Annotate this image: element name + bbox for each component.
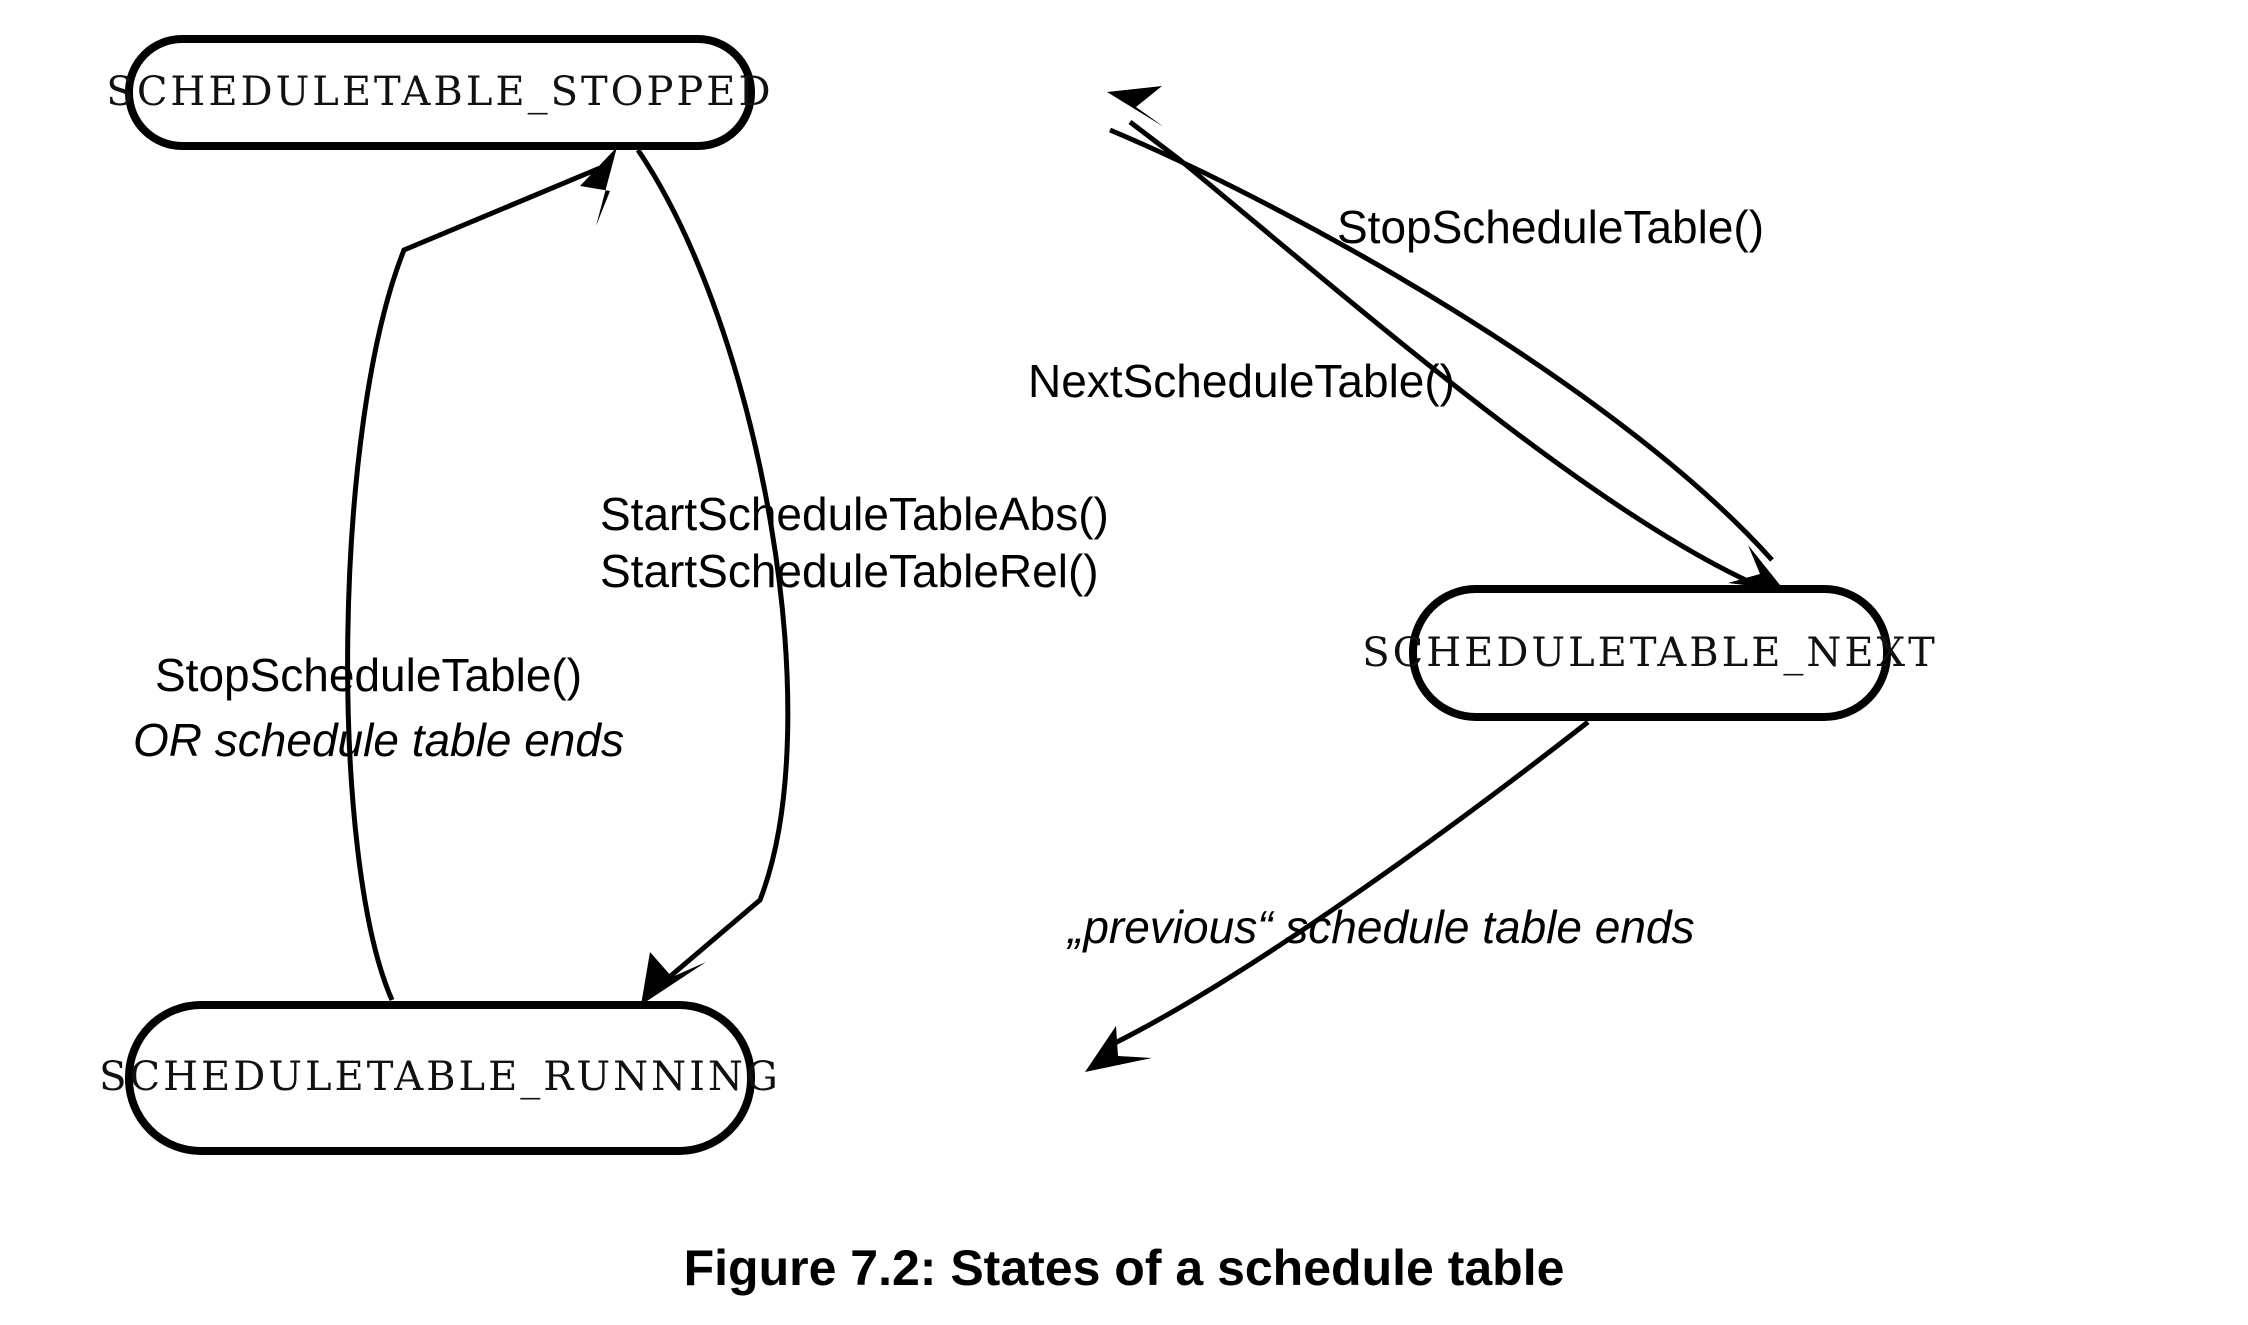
edge-next-to-stopped [1107, 86, 1769, 593]
edge-stopped-to-next-path [1109, 127, 1774, 562]
state-label-running: SCHEDULETABLE_RUNNING [99, 1054, 781, 1100]
edge-label-next-schedule-table: NextScheduleTable() [1028, 355, 1455, 407]
state-box-next[interactable] [1409, 585, 1891, 721]
state-box-stopped[interactable] [125, 35, 755, 150]
figure-caption: Figure 7.2: States of a schedule table [684, 1240, 1565, 1296]
edge-running-to-stopped [345, 147, 617, 1002]
state-label-next: SCHEDULETABLE_NEXT [1362, 630, 1938, 676]
edge-label-start-rel: StartScheduleTableRel() [600, 545, 1099, 597]
edge-label-stop-right: StopScheduleTable() [1337, 201, 1764, 253]
edge-label-previous-ends: „previous“ schedule table ends [1066, 901, 1694, 953]
edge-label-start-abs: StartScheduleTableAbs() [600, 488, 1109, 540]
state-label-stopped: SCHEDULETABLE_STOPPED [106, 69, 773, 115]
edge-label-or-schedule-ends: OR schedule table ends [133, 714, 624, 766]
edge-stopped-to-running-path [635, 148, 791, 987]
arrowhead-into-stopped-right [1107, 86, 1164, 127]
arrowhead-into-next [1728, 545, 1784, 590]
edge-stopped-to-next [1109, 127, 1784, 590]
arrowhead-into-running-right [1085, 1026, 1152, 1072]
arrowhead-into-stopped [580, 147, 617, 226]
edge-label-stop-left: StopScheduleTable() [155, 649, 582, 701]
edge-next-to-running-path [1113, 720, 1590, 1046]
edge-next-to-running [1085, 720, 1590, 1072]
state-node-running[interactable]: SCHEDULETABLE_RUNNING [99, 1001, 781, 1155]
edge-running-to-stopped-path [345, 165, 601, 1002]
state-node-next[interactable]: SCHEDULETABLE_NEXT [1362, 585, 1938, 721]
edge-next-to-stopped-path [1128, 120, 1769, 593]
arrowhead-into-running-top [641, 952, 706, 1005]
state-box-running[interactable] [125, 1001, 755, 1155]
state-node-stopped[interactable]: SCHEDULETABLE_STOPPED [106, 35, 773, 150]
edge-stopped-to-running [635, 148, 791, 1005]
